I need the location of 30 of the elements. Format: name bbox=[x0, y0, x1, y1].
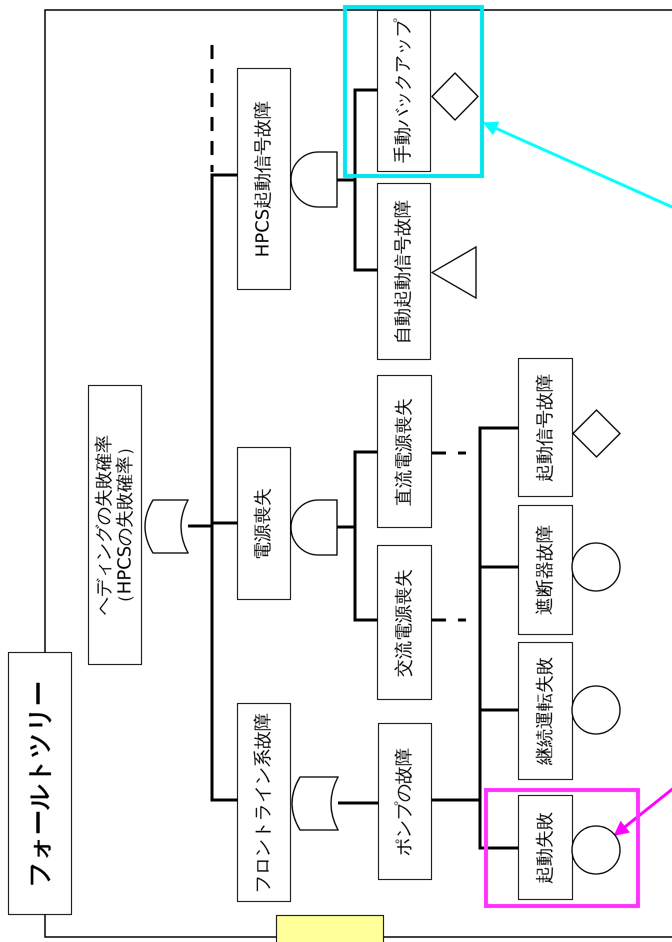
event-label: 起動失敗 bbox=[535, 812, 556, 884]
event-label: 自動起動信号故障 bbox=[394, 200, 414, 344]
event-box bbox=[378, 723, 432, 880]
event-label: 手動バックアップ bbox=[394, 19, 414, 163]
event-label: 直流電源喪失 bbox=[394, 398, 415, 506]
event-box bbox=[518, 795, 573, 900]
event-box bbox=[377, 545, 432, 700]
connector-line bbox=[432, 618, 466, 622]
connector-line bbox=[337, 526, 377, 622]
event-label: 電源喪失 bbox=[254, 488, 274, 560]
connector-line bbox=[188, 524, 237, 802]
event-label: 起動信号故障 bbox=[535, 374, 556, 482]
connector-line bbox=[338, 802, 378, 804]
highlight-frame bbox=[484, 788, 640, 908]
event-box bbox=[377, 375, 432, 528]
diagram-title: フォールトツリー bbox=[26, 680, 54, 886]
connector-line bbox=[432, 798, 518, 850]
event-label: ポンプの故障 bbox=[394, 748, 416, 856]
event-label: 交流電源喪失 bbox=[394, 568, 415, 676]
event-box bbox=[518, 642, 573, 780]
event-label: HPCS起動信号故障 bbox=[254, 100, 274, 258]
connector-line bbox=[337, 178, 377, 272]
event-box bbox=[88, 385, 142, 665]
event-box bbox=[518, 505, 573, 635]
event-label: 遮断器故障 bbox=[535, 525, 556, 615]
highlight-frame bbox=[343, 5, 484, 178]
event-label: ヘディングの失敗確率（HPCSの失敗確率） bbox=[94, 434, 136, 617]
event-label: 継続運転失敗 bbox=[535, 657, 556, 765]
connector-line bbox=[432, 452, 466, 454]
event-label: フロントライン系故障 bbox=[254, 712, 274, 892]
